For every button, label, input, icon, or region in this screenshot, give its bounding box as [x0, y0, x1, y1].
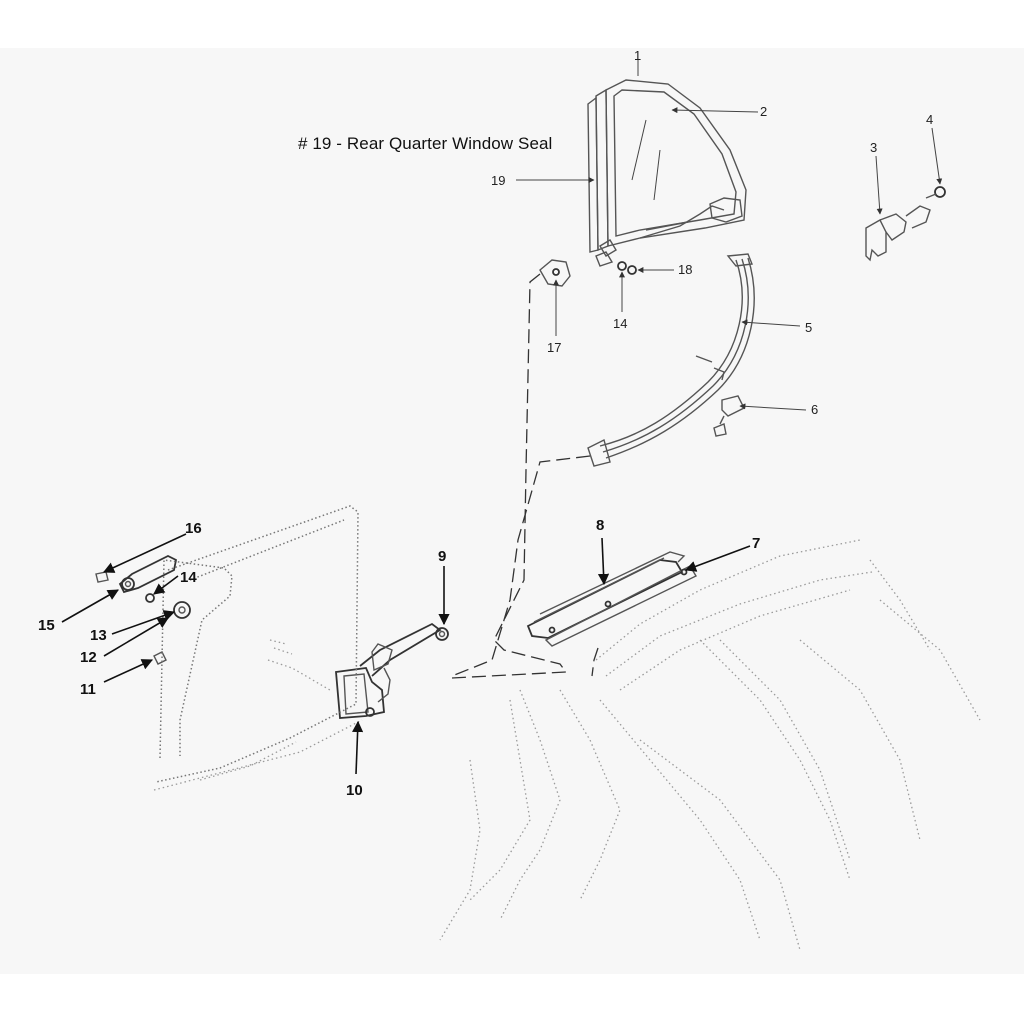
pivot-screw: [595, 251, 637, 275]
callout-6: 6: [811, 402, 818, 417]
callout-7: 7: [752, 535, 760, 552]
callout-14-top: 14: [613, 316, 627, 331]
callout-15: 15: [38, 617, 55, 634]
callout-3: 3: [870, 140, 877, 155]
callout-5: 5: [805, 320, 812, 335]
channel-clip: [713, 395, 745, 437]
window-stop-bracket: [865, 205, 931, 262]
callout-4: 4: [926, 112, 933, 127]
regulator-nut: [435, 627, 449, 641]
callout-2: 2: [760, 104, 767, 119]
diagram-caption: # 19 - Rear Quarter Window Seal: [298, 134, 553, 153]
diagram-sheet: [0, 48, 1024, 974]
callout-12: 12: [80, 649, 97, 666]
callout-8: 8: [596, 517, 604, 534]
lower-sash-channel: [526, 551, 697, 647]
callout-14-left: 14: [180, 569, 197, 586]
handle-assembly: [95, 554, 191, 665]
callout-17: 17: [547, 340, 561, 355]
callout-13: 13: [90, 627, 107, 644]
callout-18: 18: [678, 262, 692, 277]
pivot-washer: [617, 261, 627, 271]
callout-10: 10: [346, 782, 363, 799]
callout-19: 19: [491, 173, 505, 188]
window-regulator: [267, 622, 442, 719]
callout-9: 9: [438, 548, 446, 565]
door-inner-panel-outline: [153, 505, 363, 791]
callout-16: 16: [185, 520, 202, 537]
callout-1: 1: [634, 48, 641, 63]
regulator-travel-path: [451, 273, 599, 679]
window-run-channel: [587, 253, 755, 467]
bracket-screw: [925, 186, 946, 199]
quarter-window-glass-assembly: [587, 79, 747, 257]
car-body-outline: [439, 539, 981, 951]
pivot-bracket: [539, 259, 571, 287]
callout-11: 11: [80, 681, 96, 698]
